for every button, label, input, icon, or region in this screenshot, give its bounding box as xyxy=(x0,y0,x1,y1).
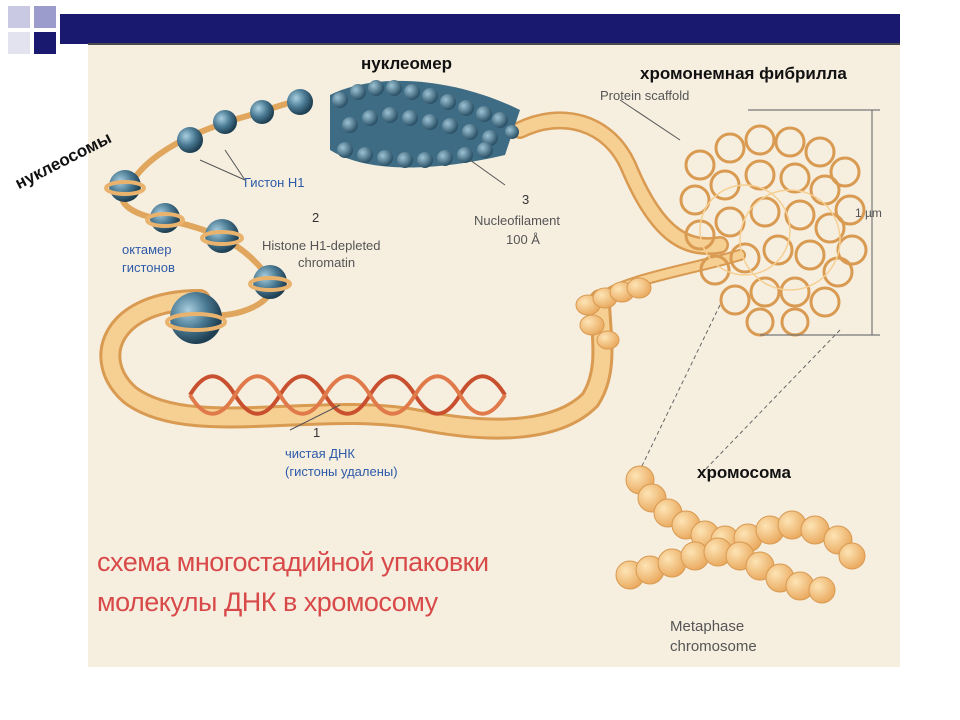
nucleosome-wraps xyxy=(104,180,292,332)
chromosome-label: хромосома xyxy=(697,463,791,482)
scale-label: 1 µm xyxy=(855,206,882,220)
corner-square-2 xyxy=(34,6,56,28)
divider-line xyxy=(88,43,900,45)
chromonema-fibril-label: хромонемная фибрилла xyxy=(640,64,847,83)
metaphase-chromosome xyxy=(615,465,866,604)
diagram-title-line1: схема многостадийной упаковки xyxy=(97,547,489,577)
chromatin-coil xyxy=(575,277,652,350)
dna-fiber xyxy=(99,97,746,440)
corner-square-3 xyxy=(34,32,56,54)
nucleofilament-label-line2: 100 Å xyxy=(506,232,540,247)
nucleomer-label: нуклеомер xyxy=(361,54,453,73)
pure-dna-label-line2: (гистоны удалены) xyxy=(285,464,398,479)
step-1-number: 1 xyxy=(313,425,321,440)
octamer-label-line1: октамер xyxy=(122,242,172,257)
diagram-title-line2: молекулы ДНК в хромосому xyxy=(97,587,438,617)
pure-dna-label-line1: чистая ДНК xyxy=(285,446,355,461)
corner-square-4 xyxy=(8,32,30,54)
histone-depleted-label-line1: Histone H1-depleted xyxy=(262,238,381,253)
scale-bar xyxy=(748,109,880,336)
histone-depleted-label-line2: chromatin xyxy=(298,255,356,270)
step-3-number: 3 xyxy=(522,192,530,207)
nucleofilament xyxy=(330,80,520,168)
header-accent-bar xyxy=(60,14,900,44)
chromonema-loops-fill xyxy=(699,184,841,291)
corner-square-1 xyxy=(8,6,30,28)
metaphase-label-line1: Metaphase xyxy=(670,618,745,635)
zoom-lines xyxy=(639,304,841,476)
nucleofilament-label-line1: Nucleofilament xyxy=(474,213,560,228)
protein-scaffold-label: Protein scaffold xyxy=(600,88,690,103)
metaphase-label-line2: chromosome xyxy=(670,638,757,655)
dna-double-helix xyxy=(188,374,507,416)
leader-lines xyxy=(199,99,681,431)
step-2-number: 2 xyxy=(312,210,320,225)
octamer-label-line2: гистонов xyxy=(122,260,175,275)
chromonema-loops xyxy=(679,124,868,337)
histone-h1-label: Гистон Н1 xyxy=(244,175,305,190)
